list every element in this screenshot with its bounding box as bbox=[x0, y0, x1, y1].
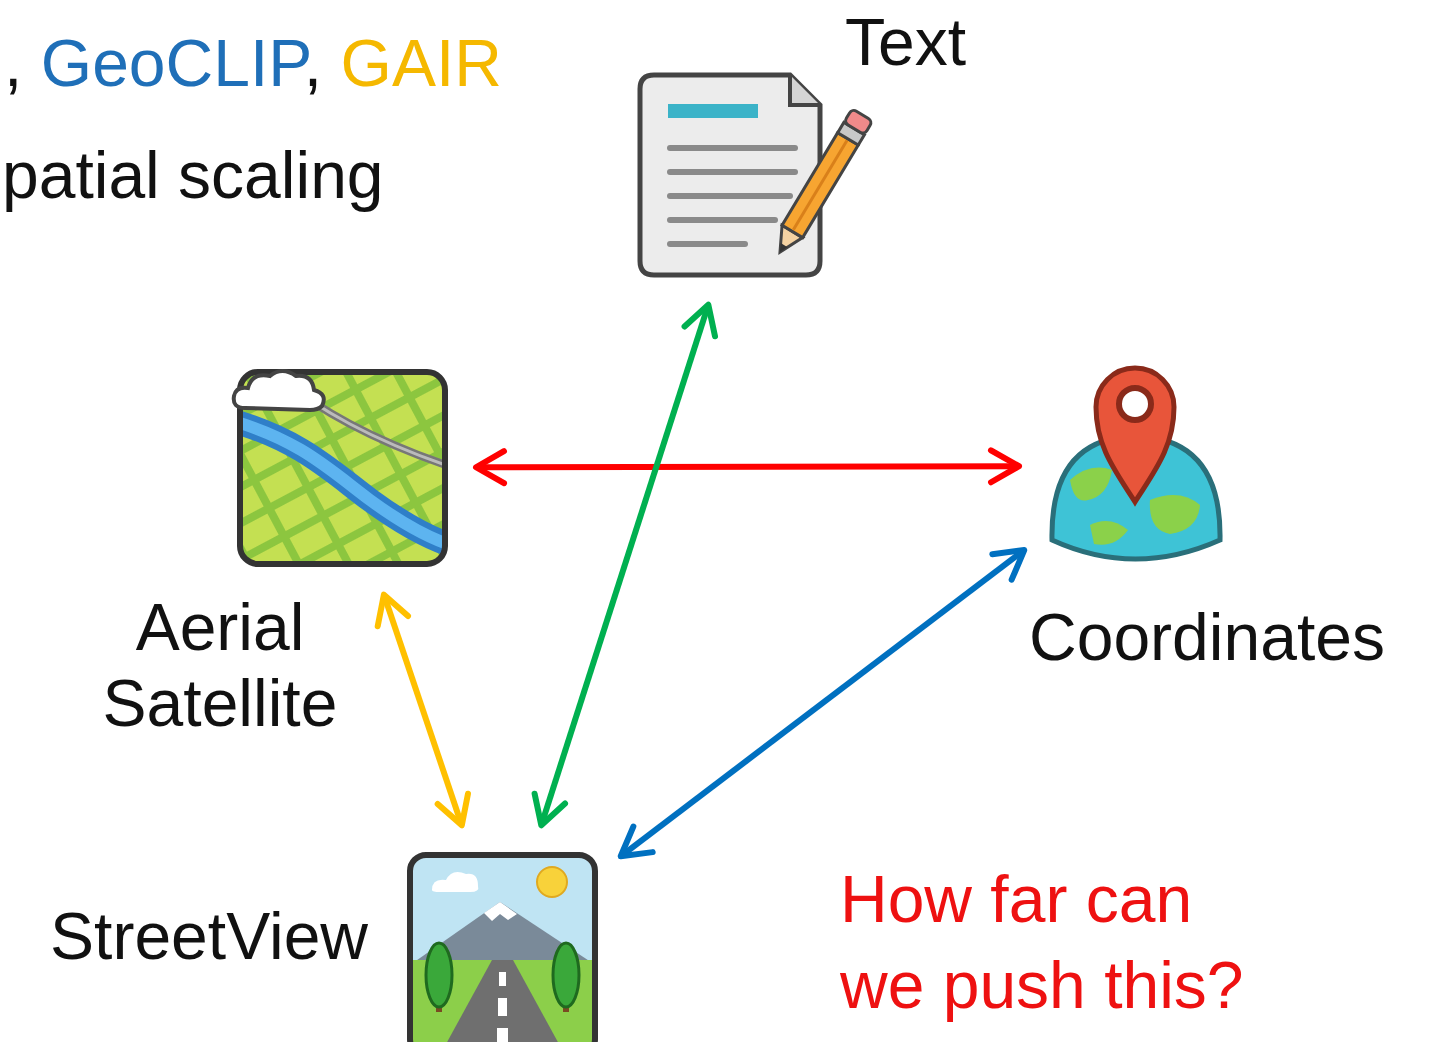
streetview-icon bbox=[405, 855, 605, 1042]
streetview-icon-part bbox=[410, 867, 595, 1042]
title-line: ,GeoCLIP,GAIR bbox=[4, 26, 502, 102]
document-icon-part-part bbox=[782, 133, 858, 238]
streetview-icon-part-part bbox=[440, 960, 565, 1042]
document-icon-part bbox=[790, 75, 820, 105]
aerial-satellite-node: Aerial Satellite bbox=[232, 365, 450, 570]
separator: , bbox=[304, 26, 322, 100]
streetview-icon-part-part bbox=[498, 998, 507, 1016]
connector-arrow bbox=[622, 551, 1022, 855]
streetview-icon-part-part bbox=[553, 943, 579, 1007]
globe-pin-icon-part bbox=[1070, 468, 1112, 501]
globe-pin-icon-part bbox=[1119, 388, 1151, 420]
document-icon-part bbox=[770, 109, 873, 259]
streetview-icon-part-part bbox=[499, 972, 506, 986]
document-icon-part-part bbox=[670, 241, 745, 247]
model-name: GeoCLIP bbox=[41, 26, 304, 100]
model-name: GAIR bbox=[341, 26, 502, 100]
aerial-map-icon-part bbox=[240, 372, 445, 564]
globe-pin-icon-part bbox=[1096, 368, 1174, 502]
question-callout: How far can we push this? bbox=[840, 857, 1260, 1029]
aerial-map-icon-part-part bbox=[240, 420, 445, 548]
aerial-map-icon-part bbox=[234, 371, 324, 410]
aerial-map-icon-part-part bbox=[234, 371, 324, 410]
text-node: Text bbox=[635, 70, 865, 280]
connector-arrow bbox=[478, 466, 1017, 467]
separator: , bbox=[4, 26, 22, 100]
streetview-icon-part-part bbox=[484, 902, 517, 921]
document-icon-part bbox=[668, 104, 758, 118]
node-label: StreetView bbox=[8, 899, 368, 975]
subtitle-text: patial scaling bbox=[2, 138, 602, 214]
connector-arrow bbox=[385, 597, 462, 824]
streetview-icon-part-part bbox=[426, 943, 452, 1007]
document-icon-part bbox=[640, 75, 820, 275]
streetview-icon-part-part bbox=[537, 867, 567, 897]
node-label: Aerial Satellite bbox=[70, 590, 370, 742]
document-icon-part-part bbox=[670, 217, 775, 223]
streetview-icon-part-part bbox=[432, 872, 478, 892]
aerial-map-icon bbox=[230, 371, 460, 564]
node-label: Text bbox=[845, 5, 1065, 81]
document-icon-part-part bbox=[793, 141, 847, 230]
document-icon-part-part bbox=[670, 145, 795, 151]
document-icon-part-part bbox=[777, 243, 788, 254]
coordinates-node: Coordinates bbox=[1045, 360, 1225, 572]
globe-pin-icon-part bbox=[1150, 495, 1200, 534]
node-label: Coordinates bbox=[1007, 600, 1407, 676]
globe-pin-icon bbox=[1052, 368, 1220, 559]
globe-pin-icon-part bbox=[1090, 521, 1128, 545]
streetview-icon-part-part bbox=[497, 1028, 508, 1042]
streetview-icon-part bbox=[410, 855, 595, 1042]
document-icon-part-part bbox=[844, 109, 873, 135]
document-icon bbox=[640, 75, 873, 275]
document-icon-part bbox=[670, 148, 795, 244]
document-icon-part-part bbox=[670, 169, 795, 175]
aerial-map-icon-part-part bbox=[240, 420, 445, 548]
connector-arrow bbox=[542, 307, 708, 824]
streetview-node: StreetView bbox=[405, 850, 600, 1042]
document-icon-part-part bbox=[670, 193, 790, 199]
